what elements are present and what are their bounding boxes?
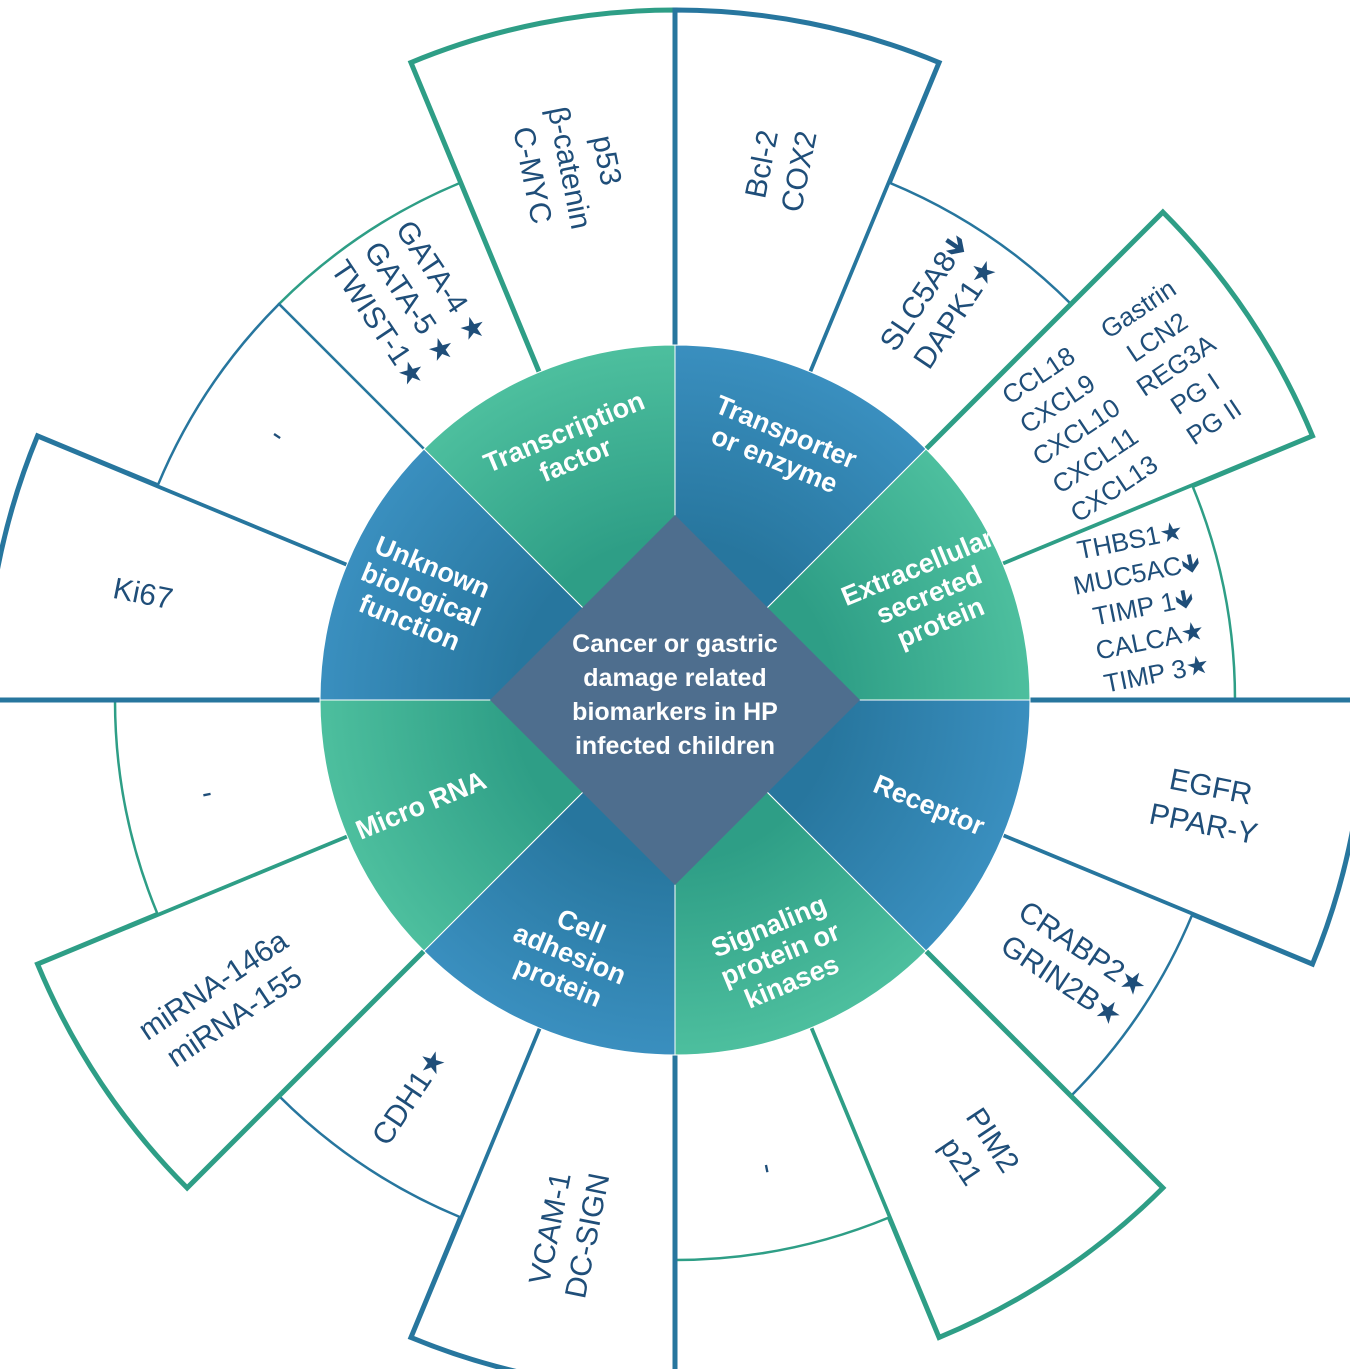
center-title-line: damage related: [583, 664, 766, 692]
center-title-line: biomarkers in HP: [572, 698, 778, 726]
center-diamond: [490, 515, 860, 885]
center-title-line: infected children: [575, 732, 775, 760]
biomarker-blocks-layer: GATA-4 ★GATA-5 ★TWIST-1★p53β-cateninC-MY…: [0, 7, 1350, 1369]
center-diamond-group: Cancer or gastric damage related biomarker…: [490, 515, 860, 885]
center-title-line: Cancer or gastric: [572, 630, 778, 658]
center-title: Cancer or gastric damage related biomarker…: [572, 630, 778, 760]
